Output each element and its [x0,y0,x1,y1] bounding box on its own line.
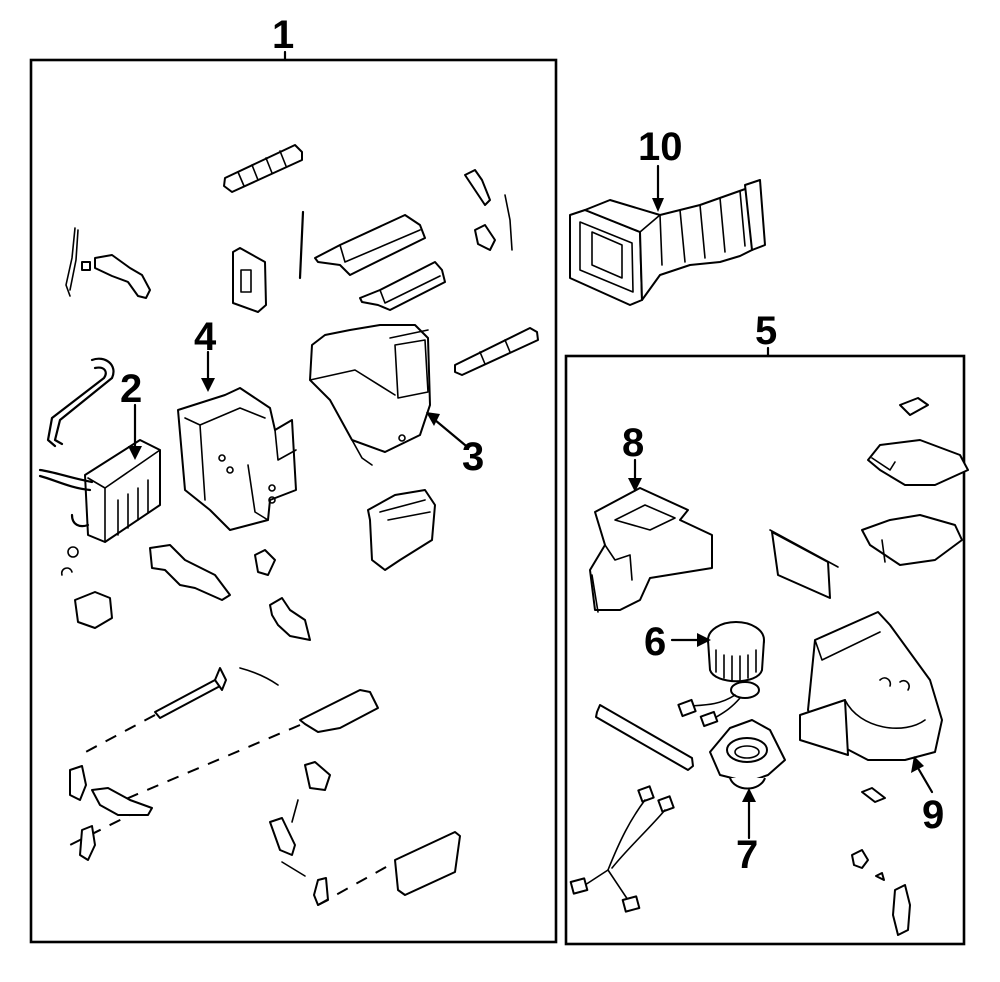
part-blower-motor[interactable]: 7 [709,719,786,877]
callout-2-arrowhead [128,446,142,460]
part-clips[interactable] [60,546,113,629]
part-wire-harness[interactable] [569,785,675,913]
callout-6-arrowhead [697,633,711,647]
callout-3-arrowhead [426,412,440,426]
group-1-box [29,58,558,944]
callout-5[interactable]: 5 [755,309,777,353]
part-air-mix-door-lower[interactable] [359,261,446,311]
part-mode-door[interactable] [232,247,267,313]
part-link-bar-right[interactable] [454,327,539,376]
part-heater-case-upper[interactable]: 3 [309,324,484,479]
part-air-mix-door-upper[interactable] [314,214,426,276]
part-filter-door[interactable] [769,529,839,599]
part-bracket-left[interactable] [65,227,151,299]
part-air-duct[interactable]: 10 [569,125,766,306]
part-link-small[interactable] [464,169,513,251]
callout-8-arrowhead [628,478,642,492]
part-hose[interactable] [46,357,115,448]
part-linkage-lower-right[interactable] [269,761,461,906]
callout-2[interactable]: 2 [120,367,142,411]
part-blower-fan[interactable]: 6 [644,620,765,728]
callout-10-arrowhead [652,198,664,212]
part-rod[interactable] [298,210,305,280]
part-blower-cover-lower[interactable] [861,514,963,566]
part-small-hardware[interactable] [851,787,911,936]
callout-3-leader [433,418,467,447]
part-linkage-rods[interactable] [69,667,379,861]
part-heater-core[interactable]: 2 [38,367,161,543]
group-5-box [564,354,966,946]
callout-7-arrowhead [742,788,756,802]
part-heater-case-lower[interactable]: 4 [177,315,297,531]
part-foam-strip[interactable] [595,704,694,771]
callout-4[interactable]: 4 [194,315,217,359]
part-intake-duct[interactable]: 8 [589,421,713,613]
callout-9[interactable]: 9 [922,793,944,837]
callout-6[interactable]: 6 [644,620,666,664]
callout-1[interactable]: 1 [272,13,294,57]
part-blower-cover-upper[interactable] [867,439,969,486]
part-vent-grille-bar[interactable] [223,144,303,193]
group-1: 1 [29,13,558,944]
part-screw-clip[interactable] [899,397,929,416]
part-bracket-mid[interactable] [149,544,311,641]
callout-8[interactable]: 8 [622,421,644,465]
callout-10[interactable]: 10 [638,125,683,169]
part-duct-connector[interactable] [367,489,436,571]
part-blower-case[interactable]: 9 [799,611,944,837]
callout-9-arrowhead [911,756,924,773]
callout-9-leader [916,766,934,794]
group-5: 5 [564,309,966,946]
callout-4-arrowhead [201,378,215,392]
callout-7[interactable]: 7 [736,833,758,877]
callout-3[interactable]: 3 [462,435,484,479]
